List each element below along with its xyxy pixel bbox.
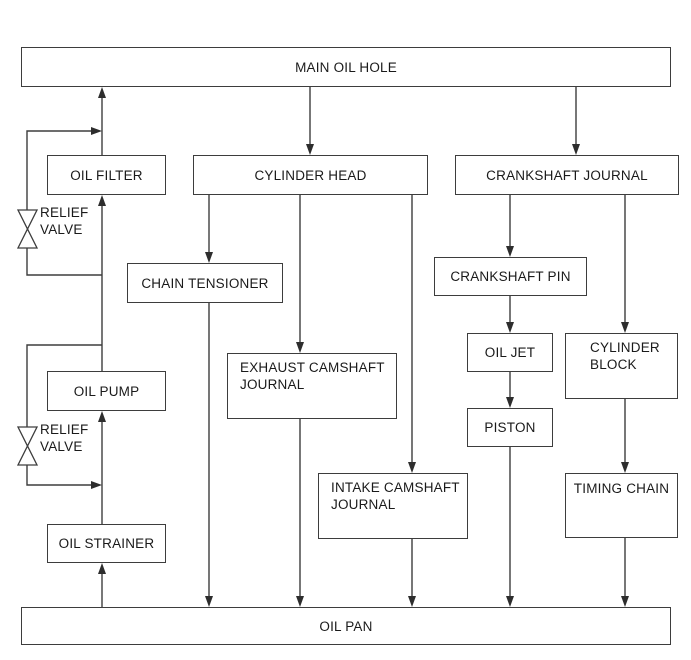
node-oil-pan: OIL PAN bbox=[21, 607, 671, 645]
flow-crankshaft-journal-to-crankshaft-pin-arrow bbox=[506, 195, 514, 257]
flow-oil-pan-to-oil-strainer-arrow bbox=[98, 563, 106, 607]
node-cylinder-head: CYLINDER HEAD bbox=[193, 155, 428, 195]
node-oil-pump-label: OIL PUMP bbox=[73, 383, 140, 399]
node-chain-tensioner: CHAIN TENSIONER bbox=[127, 263, 283, 303]
node-piston: PISTON bbox=[467, 408, 553, 447]
flow-intake-camshaft-journal-to-oil-pan-arrow bbox=[408, 539, 416, 607]
flow-cylinder-head-to-intake-camshaft-journal-arrow bbox=[408, 195, 416, 473]
node-timing-chain-label: TIMING CHAIN bbox=[573, 481, 670, 496]
node-oil-filter-label: OIL FILTER bbox=[70, 167, 143, 183]
relief-valve-lower-bypass-line bbox=[16, 344, 102, 489]
flow-exhaust-camshaft-journal-to-oil-pan-arrow bbox=[296, 419, 304, 607]
node-cylinder-head-label: CYLINDER HEAD bbox=[254, 167, 367, 183]
node-oil-filter: OIL FILTER bbox=[47, 155, 166, 195]
flow-chain-tensioner-to-oil-pan-arrow bbox=[205, 303, 213, 607]
node-piston-label: PISTON bbox=[484, 420, 536, 435]
node-exhaust-camshaft-journal-label: EXHAUST CAMSHAFT JOURNAL bbox=[240, 360, 385, 392]
node-oil-jet: OIL JET bbox=[467, 333, 553, 372]
node-intake-camshaft-journal-label: INTAKE CAMSHAFT JOURNAL bbox=[331, 480, 460, 512]
flow-oil-filter-to-main-oil-hole-arrow bbox=[98, 87, 106, 155]
flow-cylinder-head-to-exhaust-camshaft-journal-arrow bbox=[296, 195, 304, 353]
flow-main-oil-hole-to-crankshaft-journal-arrow bbox=[572, 87, 580, 155]
flow-oil-jet-to-piston-arrow bbox=[506, 372, 514, 408]
flow-cylinder-head-to-chain-tensioner-arrow bbox=[205, 195, 213, 263]
node-exhaust-camshaft-journal: EXHAUST CAMSHAFT JOURNAL bbox=[227, 353, 397, 419]
relief-valve-upper-icon bbox=[16, 209, 39, 231]
flow-oil-strainer-to-oil-pump-arrow bbox=[98, 411, 106, 524]
flow-crankshaft-journal-to-cylinder-block-arrow bbox=[621, 195, 629, 333]
node-crankshaft-journal-label: CRANKSHAFT JOURNAL bbox=[486, 167, 648, 183]
node-main-oil-hole: MAIN OIL HOLE bbox=[21, 47, 671, 87]
flow-cylinder-block-to-timing-chain-arrow bbox=[621, 399, 629, 473]
node-oil-strainer: OIL STRAINER bbox=[47, 524, 166, 563]
relief-valve-upper-bypass-line bbox=[16, 127, 102, 276]
node-cylinder-block-label: CYLINDER BLOCK bbox=[590, 340, 660, 372]
node-timing-chain: TIMING CHAIN bbox=[565, 473, 678, 538]
node-oil-jet-label: OIL JET bbox=[484, 345, 536, 360]
flow-oil-pump-to-oil-filter-arrow bbox=[98, 195, 106, 371]
node-crankshaft-pin: CRANKSHAFT PIN bbox=[434, 257, 587, 296]
node-cylinder-block: CYLINDER BLOCK bbox=[565, 333, 678, 399]
flow-piston-to-oil-pan-arrow bbox=[506, 447, 514, 607]
node-oil-strainer-label: OIL STRAINER bbox=[58, 536, 155, 551]
relief-valve-lower-icon bbox=[16, 426, 39, 448]
node-oil-pan-label: OIL PAN bbox=[319, 618, 373, 634]
node-intake-camshaft-journal: INTAKE CAMSHAFT JOURNAL bbox=[318, 473, 468, 539]
node-crankshaft-pin-label: CRANKSHAFT PIN bbox=[450, 269, 571, 284]
flow-crankshaft-pin-to-oil-jet-arrow bbox=[506, 296, 514, 333]
node-chain-tensioner-label: CHAIN TENSIONER bbox=[141, 275, 269, 291]
node-crankshaft-journal: CRANKSHAFT JOURNAL bbox=[455, 155, 679, 195]
relief-valve-lower-label: RELIEF VALVE bbox=[40, 422, 89, 454]
flow-main-oil-hole-to-cylinder-head-arrow bbox=[306, 87, 314, 155]
flow-timing-chain-to-oil-pan-arrow bbox=[621, 538, 629, 607]
node-main-oil-hole-label: MAIN OIL HOLE bbox=[295, 59, 397, 75]
relief-valve-upper-label: RELIEF VALVE bbox=[40, 205, 89, 237]
node-oil-pump: OIL PUMP bbox=[47, 371, 166, 411]
